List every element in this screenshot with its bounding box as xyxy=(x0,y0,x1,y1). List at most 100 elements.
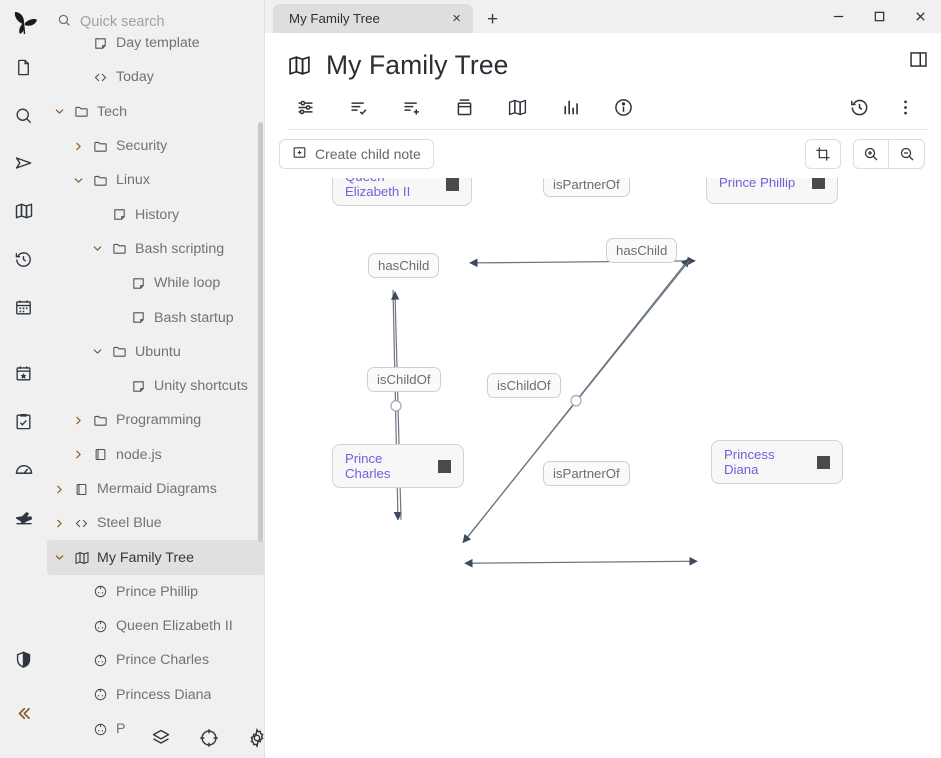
chevron-down-icon[interactable] xyxy=(91,242,104,255)
close-icon[interactable]: × xyxy=(452,10,461,27)
tree-item-my-family-tree[interactable]: My Family Tree xyxy=(47,540,265,575)
right-panel-icon[interactable] xyxy=(908,49,929,75)
tree-item-bash-startup[interactable]: Bash startup xyxy=(47,300,265,334)
close-window-icon[interactable] xyxy=(900,0,941,33)
search-icon[interactable] xyxy=(7,98,41,132)
tree-item-bash-scripting[interactable]: Bash scripting xyxy=(47,232,265,266)
relation-node-pc[interactable]: Prince Charles xyxy=(332,444,464,488)
chevron-down-icon[interactable] xyxy=(72,174,85,187)
trilium-leaf-logo[interactable] xyxy=(7,6,41,40)
tree-item-label: Tech xyxy=(97,103,127,120)
chevron-right-icon[interactable] xyxy=(53,483,66,496)
maximize-icon[interactable] xyxy=(859,0,900,33)
quick-search-placeholder: Quick search xyxy=(80,14,165,30)
create-child-note-button[interactable]: Create child note xyxy=(279,139,434,169)
relation-node-pp[interactable]: Prince Phillip xyxy=(706,178,838,204)
tree-item-unity-shortcuts[interactable]: Unity shortcuts xyxy=(47,369,265,403)
tree-scrollbar[interactable] xyxy=(258,122,263,542)
relation-edge-label[interactable]: hasChild xyxy=(606,238,678,263)
twisty-placeholder xyxy=(110,380,123,393)
archive-icon[interactable] xyxy=(450,93,478,121)
tree-item-linux[interactable]: Linux xyxy=(47,163,265,197)
quick-search[interactable]: Quick search xyxy=(47,0,265,44)
reset-zoom-button[interactable] xyxy=(805,139,841,169)
relation-edge-label[interactable]: isChildOf xyxy=(487,373,561,398)
page-title[interactable]: My Family Tree xyxy=(326,49,509,80)
tree-item-prince-charles[interactable]: Prince Charles xyxy=(47,643,265,677)
note-map-icon[interactable] xyxy=(7,194,41,228)
book-icon xyxy=(92,447,109,462)
minimize-icon[interactable] xyxy=(818,0,859,33)
info-icon[interactable] xyxy=(609,93,637,121)
tree-item-today[interactable]: Today xyxy=(47,60,265,94)
relation-node-label: Princess Diana xyxy=(724,447,775,477)
chevron-down-icon[interactable] xyxy=(53,551,66,564)
tree-item-day-template[interactable]: Day template xyxy=(47,26,265,60)
tree-item-programming[interactable]: Programming xyxy=(47,403,265,437)
tree-item-steel-blue[interactable]: Steel Blue xyxy=(47,506,265,540)
twisty-placeholder xyxy=(110,277,123,290)
twisty-placeholder xyxy=(72,688,85,701)
tree-item-prince-phillip[interactable]: Prince Phillip xyxy=(47,575,265,609)
target-icon[interactable] xyxy=(195,724,223,752)
node-drag-handle[interactable] xyxy=(438,459,451,473)
node-drag-handle[interactable] xyxy=(817,455,830,469)
tree-item-label: Security xyxy=(116,138,168,155)
tree-item-node-js[interactable]: node.js xyxy=(47,438,265,472)
chevron-down-icon[interactable] xyxy=(91,345,104,358)
settings-gear-icon[interactable] xyxy=(243,724,271,752)
relation-edge-label[interactable]: isPartnerOf xyxy=(543,461,630,486)
bookmarked-calendar-icon[interactable] xyxy=(7,356,41,390)
twisty-placeholder xyxy=(91,208,104,221)
relation-edge-label[interactable]: isPartnerOf xyxy=(543,178,630,197)
new-tab-button[interactable]: + xyxy=(487,9,499,30)
tree-item-princess-diana[interactable]: Princess Diana xyxy=(47,678,265,712)
calendar-icon[interactable] xyxy=(7,290,41,324)
folder-icon xyxy=(73,104,90,119)
tree-item-mermaid-diagrams[interactable]: Mermaid Diagrams xyxy=(47,472,265,506)
more-vertical-icon[interactable] xyxy=(891,93,919,121)
tree-item-tech[interactable]: Tech xyxy=(47,95,265,129)
send-plane-icon[interactable] xyxy=(7,500,41,534)
tree-item-ubuntu[interactable]: Ubuntu xyxy=(47,335,265,369)
tree-item-while-loop[interactable]: While loop xyxy=(47,266,265,300)
tree-item-queen-elizabeth-ii[interactable]: Queen Elizabeth II xyxy=(47,609,265,643)
tasks-icon[interactable] xyxy=(7,404,41,438)
add-list-icon[interactable] xyxy=(397,93,425,121)
twisty-placeholder xyxy=(72,71,85,84)
collapse-sidebar-icon[interactable] xyxy=(7,696,41,730)
check-list-icon[interactable] xyxy=(344,93,372,121)
relation-edge-label[interactable]: isChildOf xyxy=(367,367,441,392)
layers-icon[interactable] xyxy=(147,724,175,752)
zoom-out-button[interactable] xyxy=(889,139,925,169)
note-map-icon[interactable] xyxy=(503,93,531,121)
chevron-down-icon[interactable] xyxy=(53,105,66,118)
tree-item-history[interactable]: History xyxy=(47,197,265,231)
relation-edge-label[interactable]: hasChild xyxy=(368,253,440,278)
history-clock-icon[interactable] xyxy=(845,93,873,121)
recent-changes-icon[interactable] xyxy=(7,242,41,276)
zoom-in-button[interactable] xyxy=(853,139,889,169)
note-settings-icon[interactable] xyxy=(291,93,319,121)
shield-icon[interactable] xyxy=(7,642,41,676)
tab-my-family-tree[interactable]: My Family Tree × xyxy=(273,4,473,33)
chevron-right-icon[interactable] xyxy=(53,517,66,530)
chevron-right-icon[interactable] xyxy=(72,140,85,153)
tree-item-p[interactable]: P xyxy=(47,712,265,746)
chevron-right-icon[interactable] xyxy=(72,448,85,461)
node-drag-handle[interactable] xyxy=(446,178,459,191)
jump-to-icon[interactable] xyxy=(7,146,41,180)
note-icon[interactable] xyxy=(7,50,41,84)
node-drag-handle[interactable] xyxy=(812,178,825,189)
tree-item-security[interactable]: Security xyxy=(47,129,265,163)
note-icon xyxy=(92,36,109,51)
chevron-right-icon[interactable] xyxy=(72,414,85,427)
tree-item-label: Bash startup xyxy=(154,309,234,326)
relation-node-qe2[interactable]: Queen Elizabeth II xyxy=(332,178,472,206)
chart-icon[interactable] xyxy=(556,93,584,121)
relation-node-pd[interactable]: Princess Diana xyxy=(711,440,843,484)
dashboard-icon[interactable] xyxy=(7,452,41,486)
